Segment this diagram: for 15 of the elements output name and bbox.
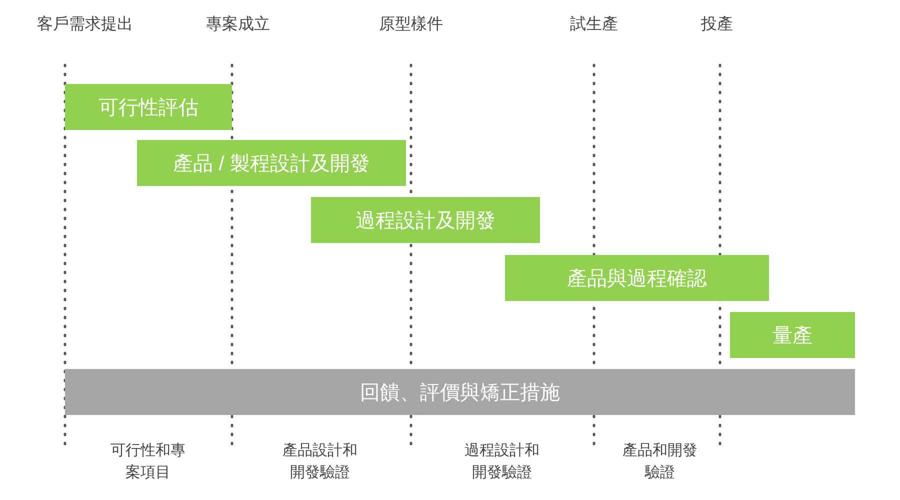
stage-label: 產品設計和開發驗證 bbox=[282, 441, 358, 483]
milestone-label: 客戶需求提出 bbox=[37, 14, 133, 35]
milestone-label: 試生產 bbox=[570, 14, 618, 35]
phase-bar: 產品 / 製程設計及開發 bbox=[137, 140, 406, 186]
phase-bar: 產品與過程確認 bbox=[505, 255, 769, 301]
stage-label: 產品和開發驗證 bbox=[622, 441, 698, 483]
stage-label: 過程設計和開發驗證 bbox=[464, 441, 540, 483]
milestone-label: 原型樣件 bbox=[379, 14, 443, 35]
phase-bar: 量產 bbox=[730, 312, 855, 358]
stage-label: 可行性和專案項目 bbox=[110, 441, 186, 483]
phase-bar: 可行性評估 bbox=[65, 84, 232, 130]
milestone-label: 投產 bbox=[701, 14, 733, 35]
feedback-bar: 回饋、評價與矯正措施 bbox=[65, 369, 855, 415]
phase-bar: 過程設計及開發 bbox=[311, 197, 540, 243]
milestone-label: 專案成立 bbox=[206, 14, 270, 35]
